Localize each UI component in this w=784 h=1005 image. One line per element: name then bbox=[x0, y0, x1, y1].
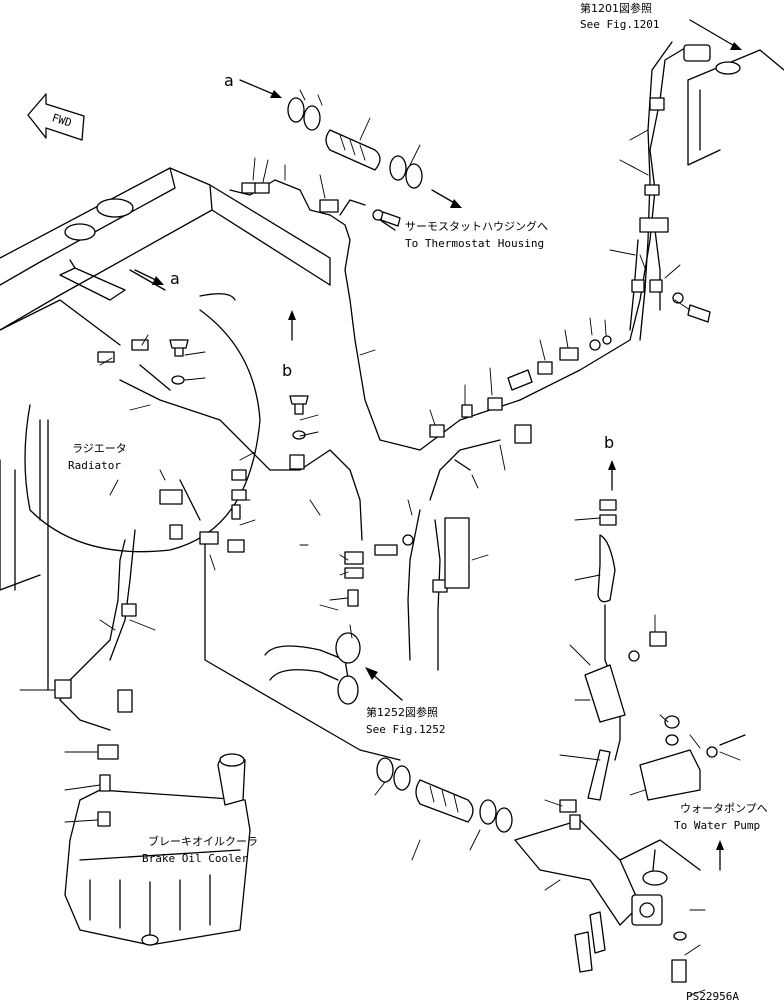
fwd-label: FWD bbox=[50, 111, 73, 130]
fig1252-en-label: See Fig.1252 bbox=[366, 723, 445, 736]
callout-b-right: b bbox=[604, 433, 614, 452]
water-pump-jp-label: ウォータポンプへ bbox=[680, 802, 768, 815]
middle-hose bbox=[264, 632, 361, 705]
brake-oil-cooler bbox=[64, 753, 251, 946]
lower-hose-assembly bbox=[376, 757, 663, 926]
brake-cooler-en-label: Brake Oil Cooler bbox=[142, 852, 248, 865]
right-lower-hose bbox=[584, 534, 746, 886]
right-riser-pipe bbox=[629, 41, 784, 341]
fwd-arrow-icon: FWD bbox=[27, 93, 85, 141]
thermostat-jp-label: サーモスタットハウジングへ bbox=[405, 219, 548, 233]
drawing-code-label: PS22956A bbox=[686, 990, 739, 1003]
brake-cooler-jp-label: ブレーキオイルクーラ bbox=[148, 834, 258, 848]
leader-lines bbox=[19, 89, 741, 996]
water-pump-en-label: To Water Pump bbox=[674, 819, 760, 832]
radiator-jp-label: ラジエータ bbox=[72, 442, 127, 455]
fig1252-jp-label: 第1252図参照 bbox=[366, 705, 438, 719]
thermostat-en-label: To Thermostat Housing bbox=[405, 237, 544, 250]
fig1201-en-label: See Fig.1201 bbox=[580, 18, 659, 31]
upper-hose-assembly bbox=[287, 97, 423, 189]
callout-b-left: b bbox=[282, 361, 292, 380]
fig1201-jp-label: 第1201図参照 bbox=[580, 1, 652, 15]
callout-a-mid: a bbox=[170, 269, 180, 288]
text-labels: 第1201図参照 See Fig.1201 サーモスタットハウジングへ To T… bbox=[68, 1, 768, 1003]
coolant-pipes bbox=[59, 44, 691, 761]
callout-a-top: a bbox=[224, 71, 234, 90]
radiator-body bbox=[0, 167, 331, 691]
direction-arrows bbox=[134, 19, 742, 871]
radiator-en-label: Radiator bbox=[68, 459, 121, 472]
fittings-and-bolts bbox=[54, 97, 711, 983]
